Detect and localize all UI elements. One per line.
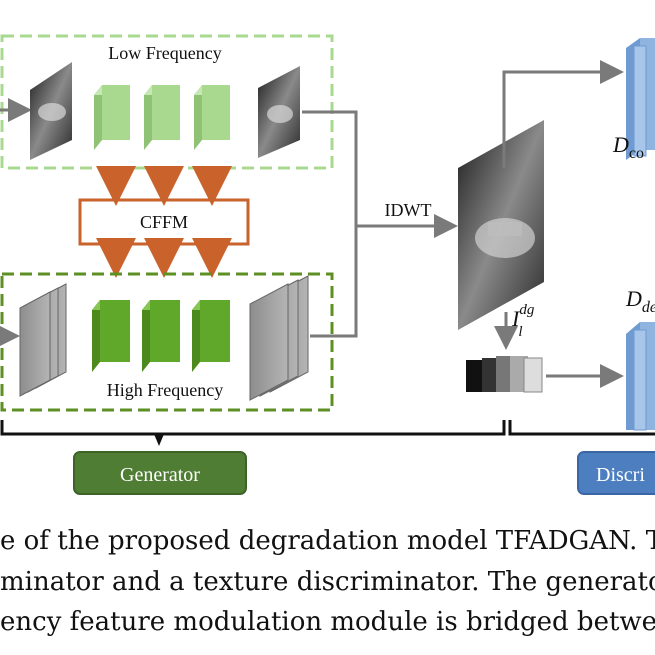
content-discriminator-block (626, 38, 655, 160)
high-frequency-block-3 (192, 300, 230, 372)
cffm-label: CFFM (140, 212, 188, 232)
generator-tag: Generator (73, 451, 247, 495)
low-frequency-block-1 (94, 85, 130, 150)
high-frequency-label: High Frequency (107, 380, 223, 400)
low-frequency-label: Low Frequency (108, 43, 221, 63)
low-output-image (258, 66, 300, 158)
caption-line-3: ency feature modulation module is bridge… (0, 607, 655, 637)
degradation-discriminator-label: Dde (625, 286, 655, 316)
caption-line-2: minator and a texture discriminator. The… (0, 567, 655, 597)
discriminator-tag: Discri (577, 451, 655, 495)
low-frequency-block-3 (194, 85, 230, 150)
low-frequency-box (0, 34, 334, 170)
low-input-image (30, 62, 72, 160)
high-frequency-block-2 (142, 300, 180, 372)
caption-line-1: e of the proposed degradation model TFAD… (0, 526, 655, 556)
generated-image (458, 120, 544, 330)
high-output-stack (249, 275, 309, 401)
low-frequency-block-2 (144, 85, 180, 150)
texture-patches (466, 356, 543, 393)
content-discriminator-label: Dco (612, 132, 644, 162)
idwt-label: IDWT (385, 200, 432, 220)
discriminator-label: Discri (596, 464, 645, 486)
degradation-discriminator-block (626, 322, 655, 431)
high-input-stack (19, 283, 67, 397)
high-frequency-block-1 (92, 300, 130, 372)
cffm-box (78, 198, 250, 246)
generator-label: Generator (120, 464, 200, 486)
